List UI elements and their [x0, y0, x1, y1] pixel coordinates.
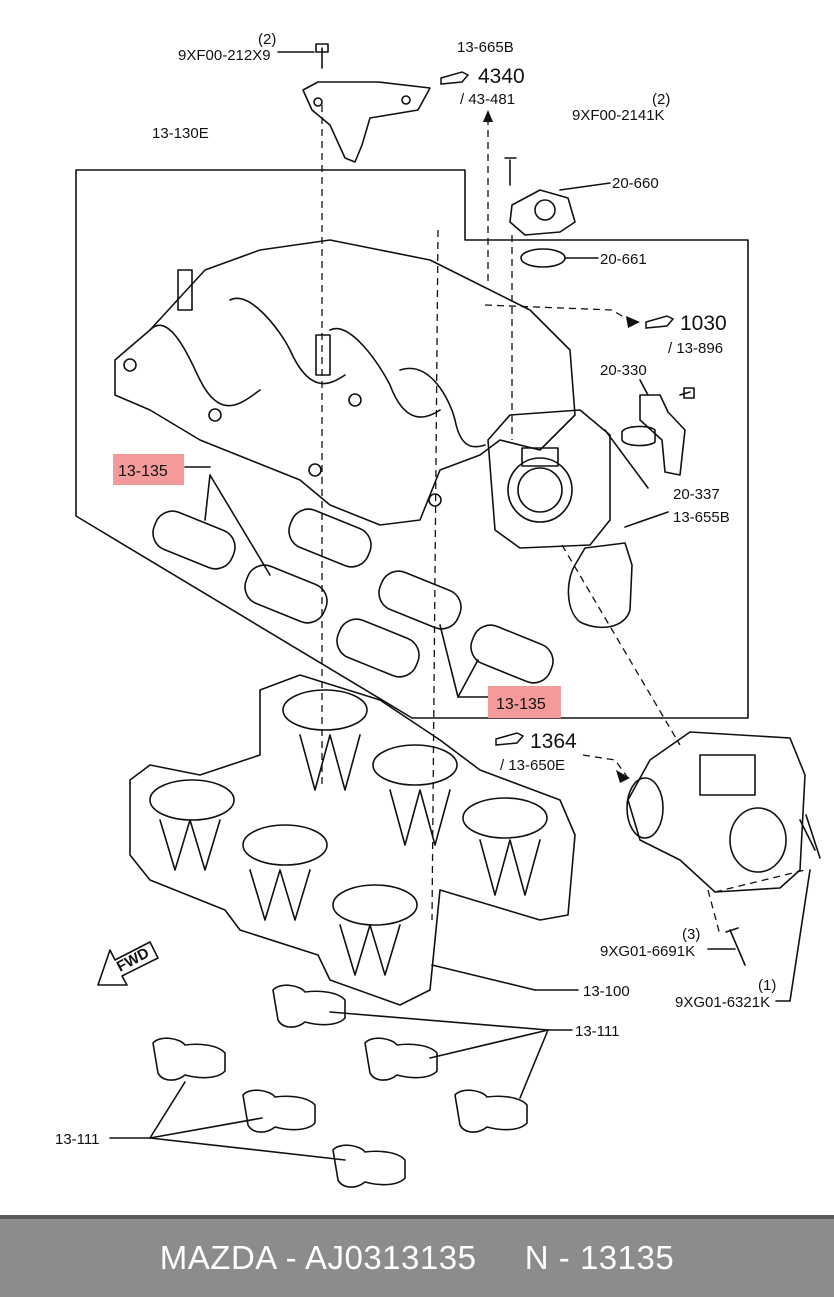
- bolt-9xg01-6691k-label: 9XG01-6691K: [600, 943, 695, 960]
- bracket-13-665b: [302, 81, 431, 163]
- ref-icons: [440, 71, 675, 746]
- gaskets-13-111: [152, 984, 528, 1188]
- part-20-330-label: 20-330: [600, 362, 647, 379]
- bracket-13-665b-label: 13-665B: [457, 39, 514, 56]
- assembly-frame: [75, 169, 749, 719]
- qty-3: (3): [682, 926, 700, 943]
- part-20-337: [621, 425, 656, 447]
- runner-13-100: [129, 674, 576, 1006]
- gasket-13-135-bottom-label: 13-135: [496, 696, 546, 713]
- ref-13-650e-label: / 13-650E: [500, 757, 565, 774]
- fwd-arrow: [97, 941, 159, 986]
- gasket-13-111-left-label: 13-111: [55, 1131, 99, 1148]
- sensor-20-660: [504, 157, 576, 236]
- highlight-13-135-bottom: [488, 686, 561, 718]
- sensor-20-660-label: 20-660: [612, 175, 659, 192]
- alignment-lines: [321, 105, 806, 936]
- ref-43-481-label: / 43-481: [460, 91, 515, 108]
- parts-diagram: (2) 9XF00-212X9 13-665B 4340 / 43-481 (2…: [55, 31, 821, 1188]
- gaskets-13-135: [152, 508, 554, 684]
- highlight-13-135-top: [113, 454, 184, 485]
- gasket-20-661-label: 20-661: [600, 251, 647, 268]
- qty-1: (1): [758, 977, 776, 994]
- gasket-13-111-right-label: 13-111: [575, 1023, 619, 1040]
- qty-2b: (2): [652, 91, 670, 108]
- ref-hand-icon-1030: [645, 315, 675, 329]
- ref-13-896-label: / 13-896: [668, 340, 723, 357]
- footer-part-number: MAZDA - AJ0313135 N - 13135: [159, 1239, 675, 1276]
- part-20-337-label: 20-337: [673, 486, 720, 503]
- throttle-body-lower: [626, 731, 806, 893]
- part-20-330: [639, 394, 686, 476]
- ref-hand-icon-1364: [495, 732, 525, 746]
- runner-13-100-label: 13-100: [583, 983, 630, 1000]
- gasket-13-655b: [567, 542, 633, 629]
- ref-1030-label: 1030: [680, 312, 727, 335]
- bolt-9xg01-6321k-label: 9XG01-6321K: [675, 994, 770, 1011]
- ref-4340-label: 4340: [478, 65, 525, 88]
- gasket-20-661: [520, 248, 566, 268]
- footer-bar: MAZDA - AJ0313135 N - 13135: [0, 1215, 834, 1297]
- gasket-13-655b-label: 13-655B: [673, 509, 730, 526]
- throttle-body: [487, 409, 611, 549]
- ref-hand-icon-4340: [440, 71, 470, 85]
- ref-1364-label: 1364: [530, 730, 577, 753]
- intake-manifold-upper: [114, 239, 576, 526]
- bolt-9xf00-2141k-label: 9XF00-2141K: [572, 107, 665, 124]
- gasket-13-135-top-label: 13-135: [118, 463, 168, 480]
- bolt-9xf00-212x9-label: 9XF00-212X9: [178, 47, 271, 64]
- qty-2a: (2): [258, 31, 276, 48]
- intake-13-130e-label: 13-130E: [152, 125, 209, 142]
